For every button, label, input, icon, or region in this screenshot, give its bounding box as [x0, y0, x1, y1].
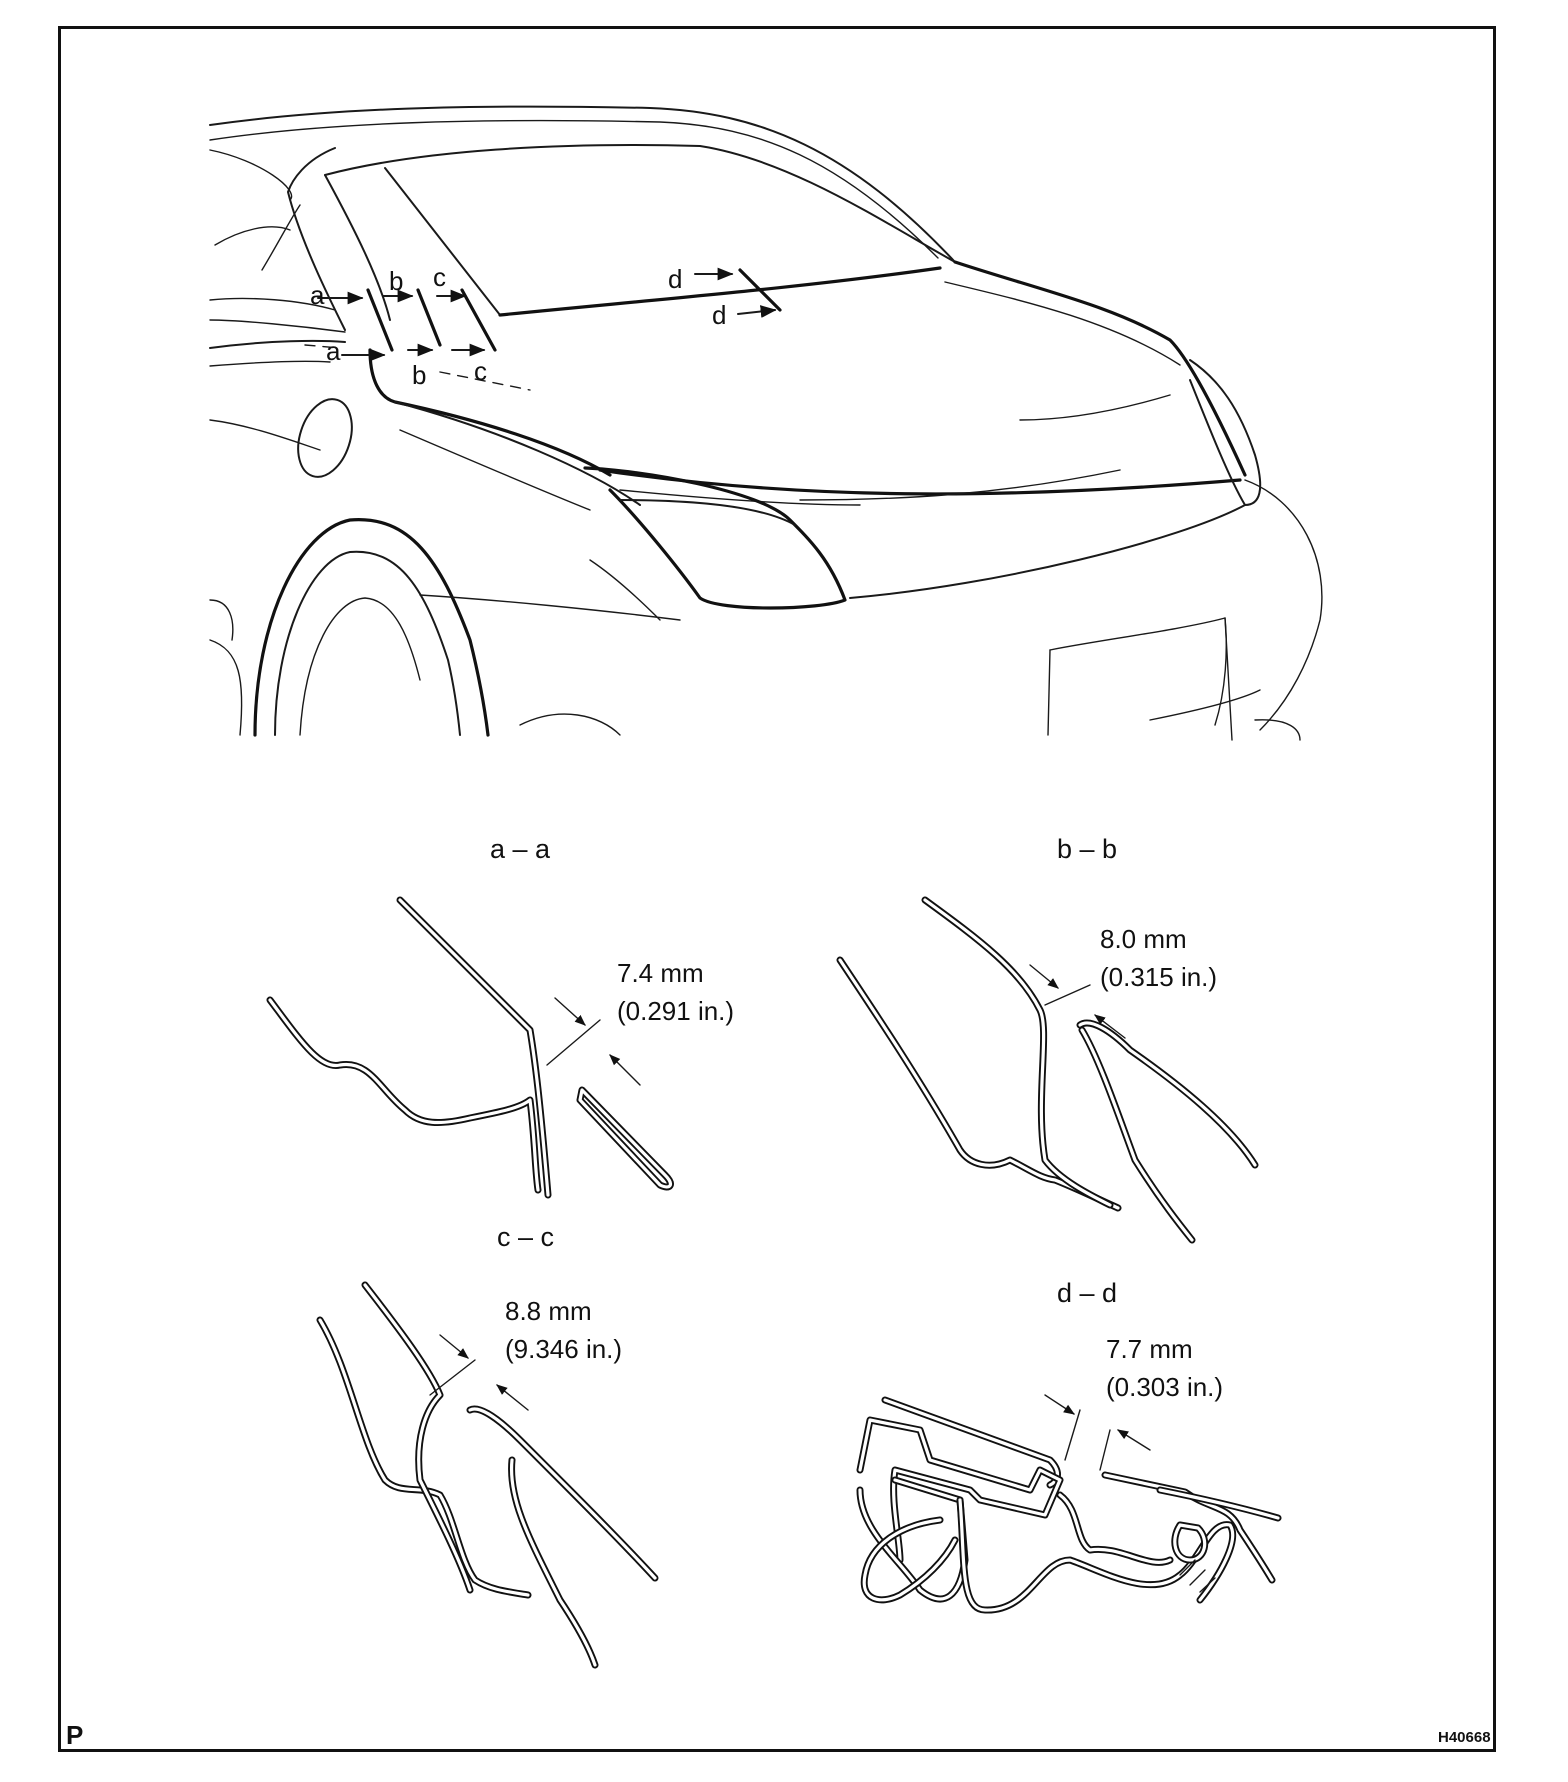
section-b-title: b – b — [1057, 834, 1117, 864]
section-c-gap-in: (9.346 in.) — [505, 1334, 622, 1364]
section-c-view: c – c 8.8 mm (9.346 in.) — [316, 1222, 659, 1669]
section-a-gap-in: (0.291 in.) — [617, 996, 734, 1026]
car-overview-illustration — [209, 105, 1323, 741]
marker-b-lower: b — [412, 360, 426, 390]
section-d-gap-mm: 7.7 mm — [1106, 1334, 1193, 1364]
section-a-gap-mm: 7.4 mm — [617, 958, 704, 988]
marker-a-upper: a — [310, 280, 325, 310]
marker-a-lower: a — [326, 336, 341, 366]
marker-d-upper: d — [668, 264, 682, 294]
section-c-title: c – c — [497, 1222, 554, 1252]
section-d-view: d – d 7.7 mm (0.303 in.) — [856, 1278, 1282, 1614]
marker-d-lower: d — [712, 300, 726, 330]
marker-b-upper: b — [389, 266, 403, 296]
section-c-gap-mm: 8.8 mm — [505, 1296, 592, 1326]
marker-c-lower: c — [474, 356, 487, 386]
section-markers: a a b b c c d d — [310, 262, 726, 390]
figure-frame — [58, 26, 1496, 1752]
section-d-gap-in: (0.303 in.) — [1106, 1372, 1223, 1402]
figure-id: H40668 — [1438, 1729, 1491, 1746]
corner-code: P — [66, 1720, 83, 1750]
section-b-gap-mm: 8.0 mm — [1100, 924, 1187, 954]
marker-c-upper: c — [433, 262, 446, 292]
section-d-title: d – d — [1057, 1278, 1117, 1308]
section-a-title: a – a — [490, 834, 551, 864]
section-a-view: a – a 7.4 mm (0.291 in.) — [266, 834, 734, 1199]
section-b-gap-in: (0.315 in.) — [1100, 962, 1217, 992]
section-b-view: b – b 8.0 mm (0.315 in.) — [836, 834, 1259, 1244]
